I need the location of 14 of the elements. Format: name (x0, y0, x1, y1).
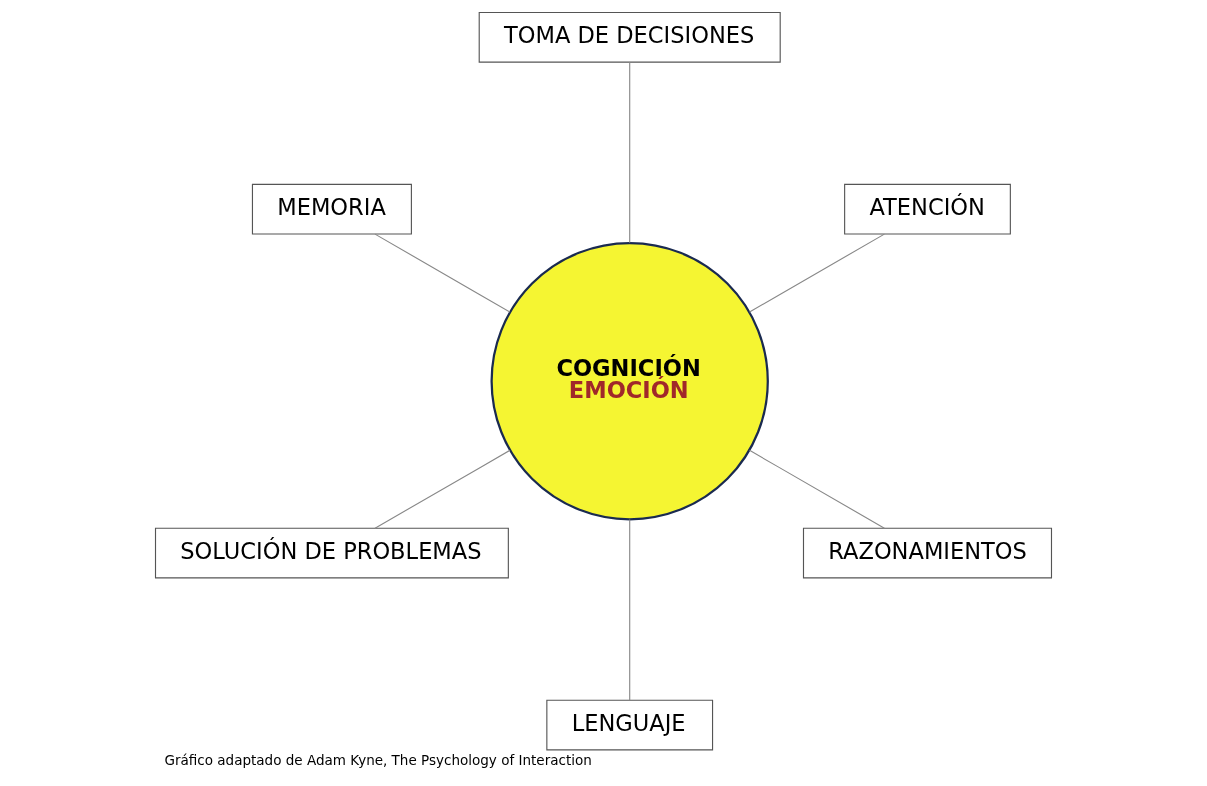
node-box: RAZONAMIENTOS (802, 527, 1053, 579)
connector (629, 61, 631, 244)
connector (374, 449, 511, 529)
node-box: SOLUCIÓN DE PROBLEMAS (154, 527, 509, 579)
node-circle: COGNICIÓN EMOCIÓN (490, 241, 769, 521)
node-box: TOMA DE DECISIONES (478, 11, 781, 63)
connector (374, 233, 511, 313)
connector (629, 518, 631, 701)
caption: Gráfico adaptado de Adam Kyne, The Psychology of Interaction (164, 752, 592, 769)
connector (748, 233, 885, 313)
connector (748, 449, 885, 529)
node-box: MEMORIA (251, 183, 412, 235)
node-box: ATENCIÓN (844, 183, 1011, 235)
node-box: LENGUAJE (546, 699, 714, 751)
